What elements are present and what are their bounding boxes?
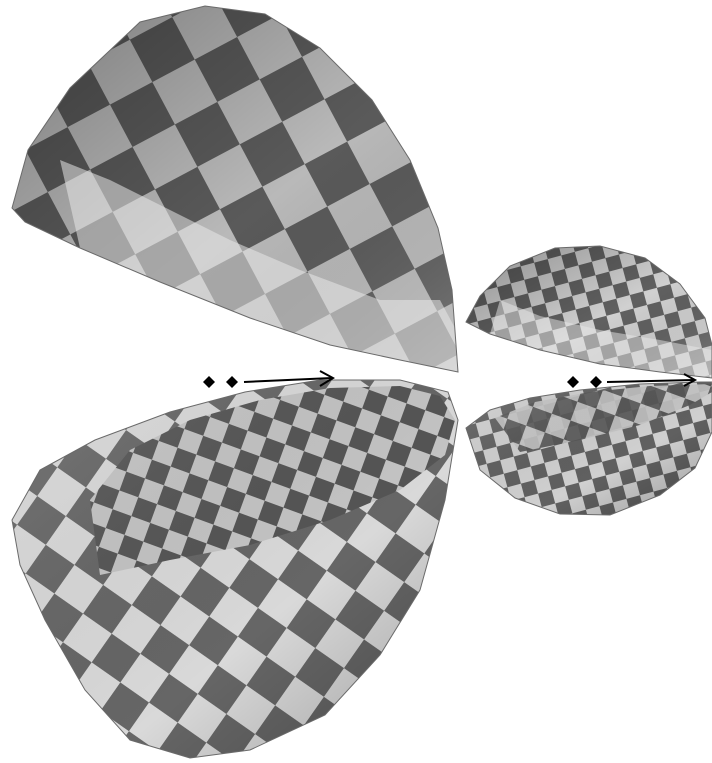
small-lower-bowl <box>460 378 712 523</box>
small-upper-shell <box>460 240 712 385</box>
diamond-marker-1 <box>203 376 215 388</box>
large-upper-shell <box>0 0 470 380</box>
diamond-marker-4 <box>590 376 602 388</box>
diamond-marker-2 <box>226 376 238 388</box>
diamond-marker-3 <box>567 376 579 388</box>
large-lower-bowl <box>0 370 470 763</box>
